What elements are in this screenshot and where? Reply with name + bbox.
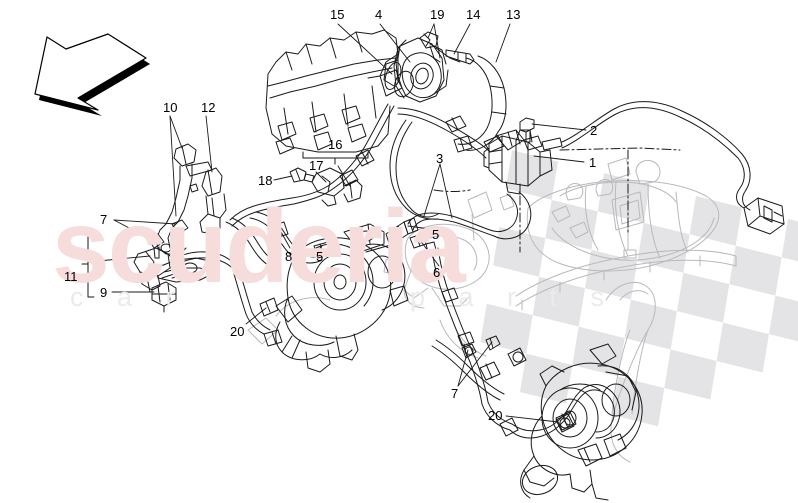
callout-5-right: 5 (432, 227, 440, 242)
callout-16: 16 (328, 137, 343, 152)
callout-3: 3 (436, 151, 444, 166)
callout-11: 11 (64, 269, 78, 284)
callout-17: 17 (309, 158, 324, 173)
callout-19: 19 (430, 7, 445, 22)
bottom-right-pipe-upper (431, 339, 527, 401)
assembly-dash-dot-lines (433, 147, 681, 253)
checkered-flag-watermark (480, 150, 798, 427)
callout-14: 14 (466, 7, 481, 22)
view-direction-arrow (34, 33, 150, 116)
background-engine-art (247, 157, 737, 463)
callout-20-right: 20 (488, 408, 503, 423)
solenoid-valve-1 (483, 129, 553, 195)
upper-long-pipe-branch (397, 107, 505, 159)
valve-screw-2 (519, 117, 535, 143)
callout-13: 13 (506, 7, 521, 22)
bracket-16-marker (302, 151, 369, 165)
leader-lines (87, 23, 587, 423)
return-loop-pipe (389, 119, 439, 220)
union-20-right (555, 413, 575, 433)
left-pipe-lower (155, 251, 283, 347)
callout-4: 4 (375, 7, 383, 22)
air-intake-hose-13 (453, 55, 563, 153)
callout-7-lower: 7 (451, 386, 459, 401)
right-turbocharger (520, 343, 643, 501)
hose-5-mid (225, 217, 277, 267)
callout-18: 18 (258, 173, 273, 188)
callout-2: 2 (590, 123, 598, 138)
bottom-right-pipe (499, 384, 621, 439)
bracket-stud-12 (199, 167, 227, 235)
screw-7-right-a (461, 343, 477, 359)
cylinder-head-cover (265, 29, 403, 155)
main-line-art (81, 23, 785, 501)
upper-long-pipe (229, 103, 395, 227)
hose-8 (249, 211, 333, 264)
fixing-screw-7b (147, 233, 165, 259)
fixing-screw-7a (171, 219, 189, 247)
callout-1: 1 (589, 155, 597, 170)
air-pipe-6 (431, 247, 513, 431)
callout-9: 9 (100, 285, 108, 300)
callout-20-left: 20 (230, 324, 245, 339)
pipe-union-20-left (259, 297, 279, 317)
callout-8: 8 (285, 249, 293, 264)
callout-15: 15 (330, 7, 345, 22)
hose-clamp-5-upper (385, 217, 419, 247)
callout-12: 12 (201, 100, 216, 115)
upper-right-vacuum-tube (561, 101, 785, 235)
callout-7-upper: 7 (100, 212, 108, 227)
bracket-11-marker (81, 231, 95, 298)
callout-6: 6 (433, 265, 441, 280)
wiring-clip-9 (151, 281, 177, 313)
bracket-support-10 (155, 143, 213, 255)
bracket-screw-18 (289, 167, 315, 183)
callout-5-mid: 5 (316, 249, 324, 264)
pipe-support-bracket-16 (311, 167, 363, 207)
left-turbocharger (275, 223, 409, 373)
callout-10: 10 (163, 100, 178, 115)
